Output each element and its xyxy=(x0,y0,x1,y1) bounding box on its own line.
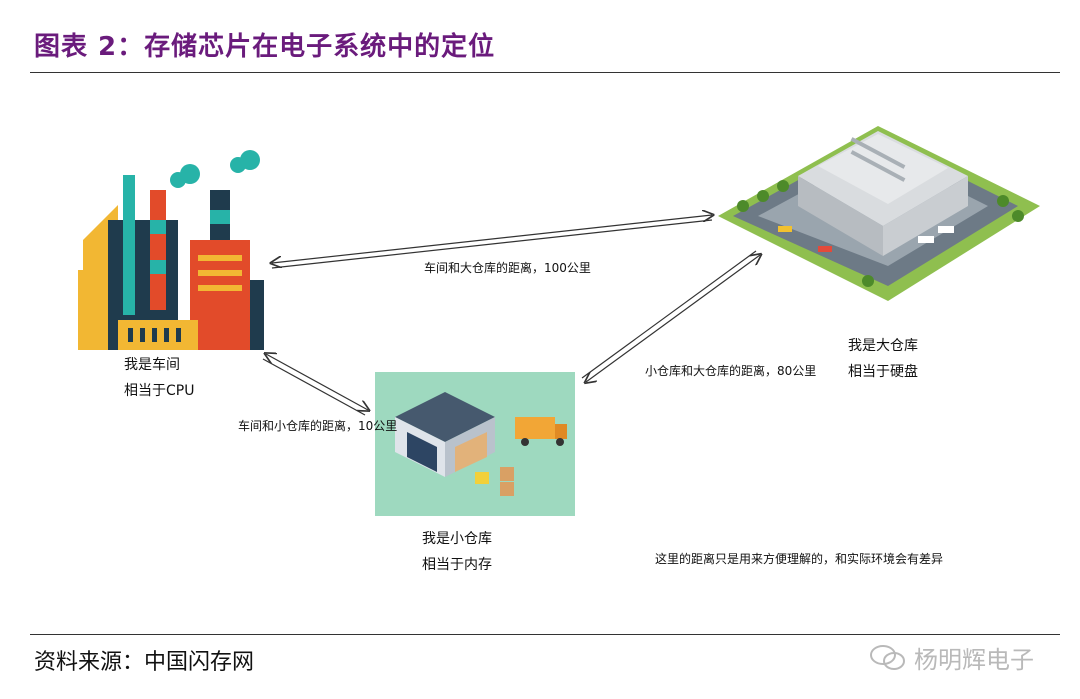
factory-illustration xyxy=(78,150,264,350)
watermark-text: 杨明辉电子 xyxy=(914,646,1034,674)
edge-label-workshop-small: 车间和小仓库的距离，10公里 xyxy=(238,419,398,433)
source-citation: 资料来源：中国闪存网 xyxy=(34,650,255,675)
arrow-workshop-small-warehouse xyxy=(263,354,368,416)
small-warehouse-illustration xyxy=(375,372,575,516)
small-warehouse-caption: 我是小仓库 相当于内存 xyxy=(422,526,492,578)
big-warehouse-caption: 我是大仓库 相当于硬盘 xyxy=(848,333,918,385)
page-title: 图表 2：存储芯片在电子系统中的定位 xyxy=(34,32,496,62)
watermark: 杨明辉电子 xyxy=(870,640,1034,675)
workshop-caption-line1: 我是车间 xyxy=(124,357,180,373)
small-warehouse-caption-line1: 我是小仓库 xyxy=(422,531,492,547)
title-divider xyxy=(30,72,1060,73)
workshop-caption-line2: 相当于CPU xyxy=(124,383,195,399)
footer-divider xyxy=(30,634,1060,635)
workshop-caption: 我是车间 相当于CPU xyxy=(124,352,194,404)
arrow-small-big-warehouse xyxy=(581,250,760,382)
arrow-workshop-big-warehouse xyxy=(272,215,712,268)
big-warehouse-caption-line1: 我是大仓库 xyxy=(848,338,918,354)
edge-label-small-big: 小仓库和大仓库的距离，80公里 xyxy=(645,364,817,378)
big-warehouse-illustration xyxy=(718,126,1040,301)
disclaimer-note: 这里的距离只是用来方便理解的，和实际环境会有差异 xyxy=(655,552,944,566)
big-warehouse-caption-line2: 相当于硬盘 xyxy=(848,364,918,380)
edge-label-workshop-big: 车间和大仓库的距离，100公里 xyxy=(424,261,591,275)
small-warehouse-caption-line2: 相当于内存 xyxy=(422,557,492,573)
wechat-icon xyxy=(870,644,905,670)
